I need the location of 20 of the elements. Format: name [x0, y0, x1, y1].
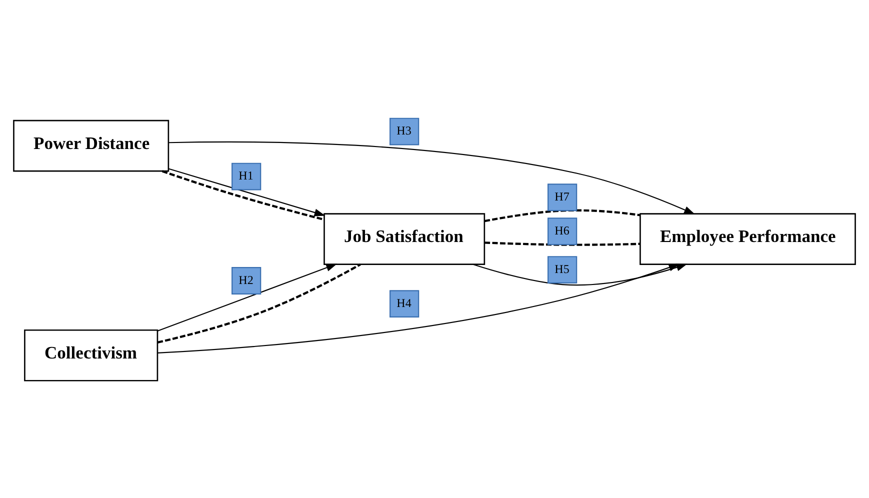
edge-label: H4	[396, 295, 412, 310]
node-box: Power Distance	[13, 119, 170, 172]
arrow	[472, 263, 688, 285]
edge-label: H1	[238, 168, 254, 182]
arrow	[168, 168, 326, 216]
arrow	[157, 263, 680, 353]
edge-label: H5	[554, 261, 570, 276]
node-box: Employee Performance	[640, 212, 856, 264]
edge-label: H2	[238, 272, 254, 286]
connector	[484, 208, 640, 222]
node-box: Job Satisfaction	[324, 212, 486, 264]
edge-label: H7	[554, 188, 570, 203]
edge-label: H3	[396, 123, 412, 138]
connector	[162, 170, 324, 220]
connector	[484, 241, 640, 246]
arrow	[158, 263, 338, 331]
connector	[157, 262, 361, 343]
edge-label: H6	[554, 222, 570, 237]
node-box: Collectivism	[24, 328, 158, 381]
arrow	[168, 140, 696, 214]
